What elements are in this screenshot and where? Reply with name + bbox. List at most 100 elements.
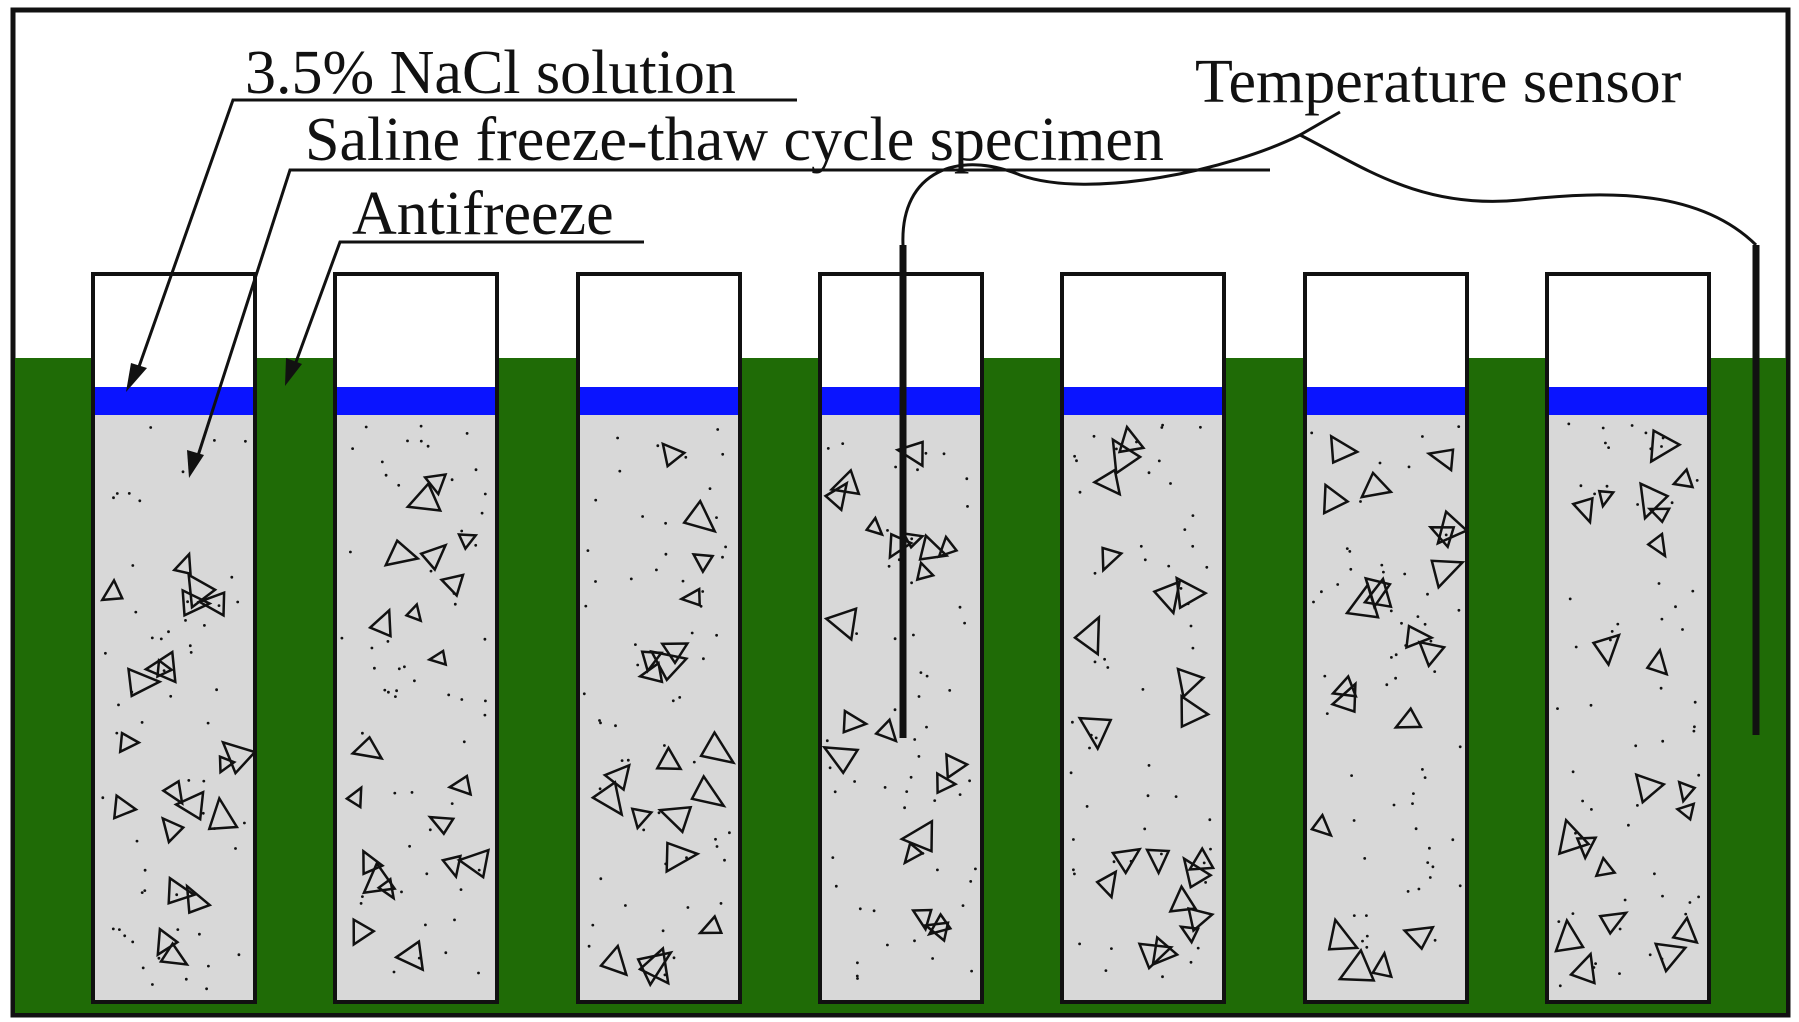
specimen-group: [91, 272, 1711, 1004]
nacl-solution-layer: [1547, 387, 1709, 415]
sand-dot: [408, 844, 411, 848]
sand-dot: [942, 452, 946, 456]
aggregate-triangle: [220, 740, 258, 776]
sand-dot: [1636, 804, 1639, 807]
aggregate-triangle: [1646, 507, 1672, 524]
sand-dot: [598, 787, 602, 791]
sand-dot: [117, 703, 120, 707]
sand-dot: [450, 802, 454, 805]
aggregate-triangle: [160, 816, 186, 845]
sand-dot: [1604, 441, 1607, 445]
aggregate-triangle: [1330, 681, 1357, 714]
sand-dot: [1361, 939, 1364, 943]
sand-dot: [958, 605, 962, 609]
sand-dot: [905, 790, 909, 793]
sand-dot: [1609, 638, 1612, 642]
sand-dot: [1157, 459, 1161, 463]
sand-dot: [841, 442, 845, 445]
aggregate-triangle: [439, 573, 465, 598]
sand-dot: [1693, 700, 1697, 704]
sand-dot: [1139, 544, 1143, 548]
sand-dot: [1458, 745, 1462, 749]
container-headspace: [578, 274, 740, 387]
specimen-container: [576, 272, 742, 1004]
container-headspace: [1305, 274, 1467, 387]
aggregate-triangle: [910, 908, 933, 933]
aggregate-triangle: [665, 841, 701, 874]
sand-dot: [134, 610, 138, 614]
sand-dot: [176, 928, 180, 931]
sand-dot: [1579, 484, 1583, 488]
sand-dot: [115, 731, 119, 735]
sand-dot: [894, 465, 897, 469]
sand-dot: [1660, 445, 1663, 448]
sand-dot: [887, 564, 891, 568]
sand-dot: [968, 779, 971, 783]
sand-dot: [206, 721, 210, 725]
sand-dot: [1426, 861, 1430, 864]
sand-dot: [684, 455, 688, 459]
aggregate-triangle: [864, 515, 885, 537]
sand-dot: [1088, 746, 1091, 750]
sand-dot: [213, 439, 216, 442]
sand-dot: [175, 893, 179, 897]
aggregate-triangle: [922, 921, 950, 943]
sand-dot: [1143, 558, 1147, 562]
sand-dot: [1411, 802, 1414, 805]
sand-dot: [1143, 827, 1147, 831]
sand-dot: [1161, 975, 1164, 979]
aggregate-triangle: [655, 745, 683, 771]
aggregate-triangle: [1363, 576, 1392, 610]
sand-dot: [1429, 639, 1433, 643]
sand-dot: [380, 460, 384, 464]
sand-dot: [1444, 533, 1448, 537]
sand-dot: [974, 867, 977, 871]
aggregate-triangle: [901, 531, 926, 550]
sand-dot: [217, 604, 221, 607]
sand-dot: [1141, 688, 1145, 691]
sand-dot: [131, 564, 135, 567]
sand-dot: [453, 602, 457, 606]
sand-dot: [1092, 434, 1096, 438]
sand-dot: [1394, 653, 1398, 657]
sand-dot: [383, 688, 387, 692]
sand-dot: [462, 740, 466, 744]
sand-dot: [1146, 794, 1150, 798]
specimen-body: [1062, 415, 1224, 1002]
aggregate-triangle: [1417, 640, 1447, 669]
aggregate-triangle: [1370, 950, 1394, 979]
sand-dot: [140, 891, 144, 894]
sand-dot: [913, 939, 916, 943]
aggregate-triangle: [918, 533, 950, 561]
sand-dot: [1352, 914, 1356, 917]
sand-dot: [1312, 600, 1315, 604]
sand-dot: [1684, 912, 1688, 916]
sand-dot: [909, 775, 913, 779]
sand-dot: [858, 907, 862, 911]
sand-dot: [1115, 447, 1118, 451]
sand-dot: [237, 953, 241, 957]
sand-dot: [359, 902, 363, 905]
sand-dot: [483, 637, 487, 641]
aggregate-triangle: [1401, 925, 1435, 951]
aggregate-triangle: [196, 590, 226, 618]
sand-dot: [1661, 894, 1664, 898]
sand-dot: [1412, 792, 1415, 795]
aggregate-triangle: [1645, 647, 1669, 677]
sand-dot: [392, 970, 396, 974]
sand-dot: [361, 895, 364, 898]
sand-dot: [1208, 818, 1212, 822]
aggregate-triangle: [187, 572, 218, 610]
sand-dot: [721, 555, 724, 559]
sand-dot: [828, 766, 832, 770]
aggregate-triangle: [936, 771, 959, 795]
aggregate-triangle: [361, 860, 397, 895]
sand-dot: [162, 669, 166, 672]
sand-dot: [616, 436, 619, 440]
aggregate-triangle: [1151, 935, 1180, 967]
sand-dot: [131, 940, 135, 944]
sand-dot: [1365, 934, 1369, 938]
sand-dot: [143, 889, 147, 892]
sand-dot: [465, 432, 469, 435]
aggregate-triangle: [1591, 633, 1622, 668]
